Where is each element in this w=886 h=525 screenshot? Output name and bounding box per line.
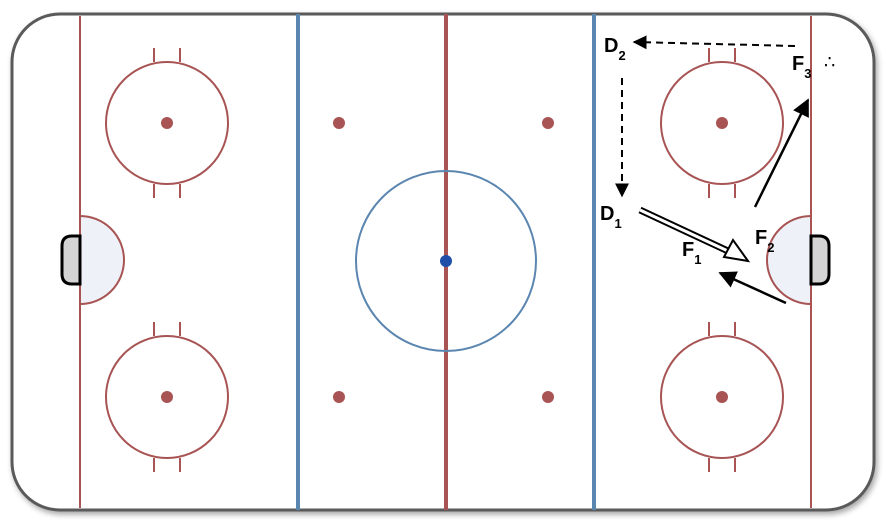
skate-arrow-to-f1 — [718, 271, 787, 305]
goal-crease-left — [79, 214, 125, 306]
center-faceoff-circle — [355, 170, 537, 352]
skate-arrow-f2-to-f3 — [753, 98, 810, 208]
neutral-dot — [333, 391, 345, 403]
player-label-f3: F3 — [792, 53, 811, 81]
player-label-f2: F2 — [755, 227, 774, 255]
shot-arrow-d1-to-f2 — [638, 206, 751, 263]
faceoff-circle-right-top — [660, 48, 784, 198]
neutral-dot — [333, 117, 345, 129]
goal-net-left — [60, 234, 82, 286]
goal-net-right — [809, 234, 831, 286]
player-label-d1: D1 — [600, 203, 622, 231]
center-faceoff-dot — [440, 255, 452, 267]
goal-crease-right — [766, 214, 812, 306]
pass-arrow-f3-to-d2 — [632, 35, 796, 50]
faceoff-circle-right-bottom — [660, 322, 784, 472]
faceoff-circle-left-bottom — [105, 322, 229, 472]
puck-icon: ∴ — [824, 52, 835, 73]
player-label-f1: F1 — [682, 239, 701, 267]
player-label-d2: D2 — [604, 35, 626, 63]
neutral-dot — [542, 117, 554, 129]
faceoff-circle-left-top — [105, 48, 229, 198]
neutral-dot — [542, 391, 554, 403]
